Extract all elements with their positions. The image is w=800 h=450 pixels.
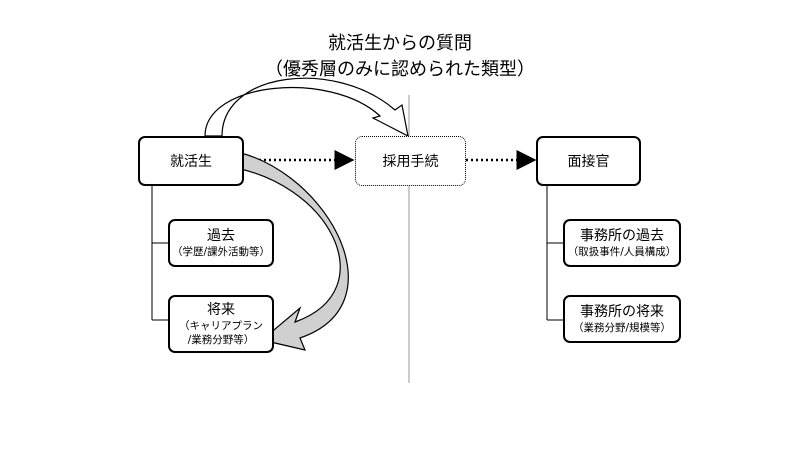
node-office-past: 事務所の過去 （取扱事件/人員構成） (563, 219, 681, 267)
node-office-past-detail: （取扱事件/人員構成） (567, 246, 677, 258)
diagram-title: 就活生からの質問 (328, 33, 472, 54)
node-recruitment: 採用手続 (355, 136, 466, 186)
node-office-future-label: 事務所の将来 (580, 304, 664, 320)
node-student-label: 就活生 (170, 154, 212, 170)
node-interviewer-label: 面接官 (567, 154, 610, 170)
diagram-subtitle: （優秀層のみに認められた類型） (265, 59, 535, 80)
node-interviewer: 面接官 (536, 136, 641, 186)
node-past-label: 過去 (207, 228, 235, 244)
node-future-detail-line1: （キャリアプラン (179, 320, 263, 332)
node-office-past-label: 事務所の過去 (580, 228, 664, 244)
node-recruitment-label: 採用手続 (382, 154, 439, 170)
node-office-future: 事務所の将来 （業務分野/規模等） (563, 295, 681, 343)
node-past: 過去 （学歴/課外活動等） (168, 219, 274, 267)
node-office-future-detail: （業務分野/規模等） (572, 322, 672, 334)
node-future-label: 将来 (207, 302, 235, 318)
node-past-detail: （学歴/課外活動等） (171, 246, 271, 258)
upper-curved-arrow (204, 77, 409, 138)
node-future: 将来 （キャリアプラン /業務分野等） (168, 295, 274, 353)
node-student: 就活生 (138, 136, 244, 186)
gray-curved-arrow (223, 149, 349, 351)
node-future-detail-line2: /業務分野等） (187, 334, 255, 346)
